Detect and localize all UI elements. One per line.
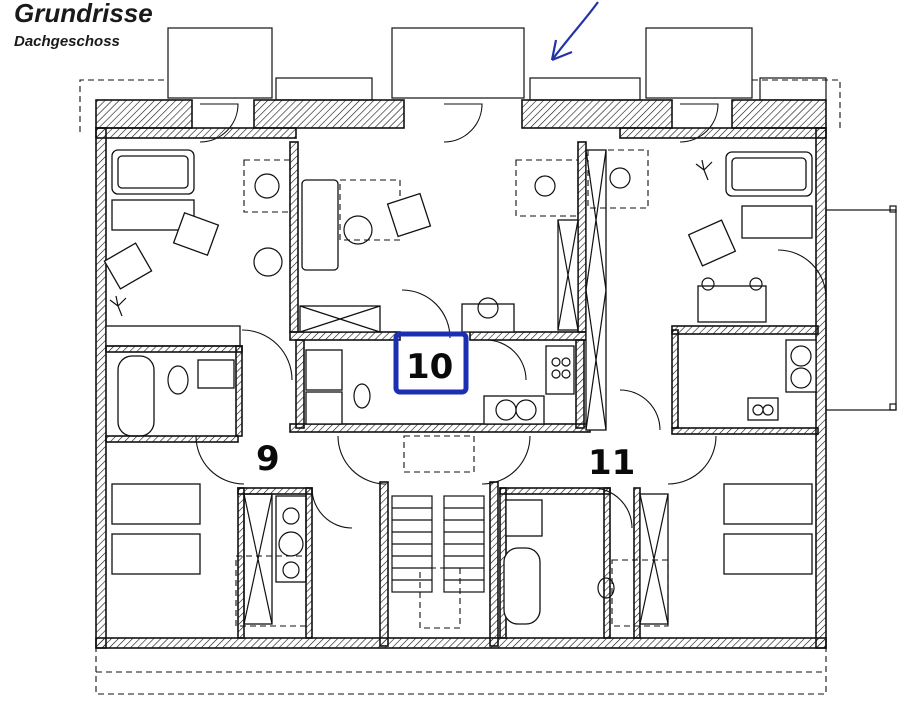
arrow-annotation-icon [550,1,599,62]
door-swings [195,103,827,529]
kitchen-cabinets [299,149,607,431]
unit-9-furniture [103,149,307,627]
balcony-right [825,205,897,411]
plan-title: Grundrisse [14,0,153,28]
top-eaves [95,99,827,129]
staircase-icon [379,481,499,647]
unit-11-furniture [499,149,819,639]
unit-11-label: 11 [588,443,635,483]
roof-dormers [167,27,827,101]
unit-10-label: 10 [406,347,453,387]
plan-subtitle: Dachgeschoss [14,33,120,50]
unit-9-label: 9 [256,439,280,479]
unit-10-highlight [393,331,469,395]
plant-icon [109,159,713,317]
roof-outline [79,79,841,695]
unit-10-furniture [301,159,579,473]
outer-walls [95,127,827,649]
unit-9-walls [105,345,313,639]
